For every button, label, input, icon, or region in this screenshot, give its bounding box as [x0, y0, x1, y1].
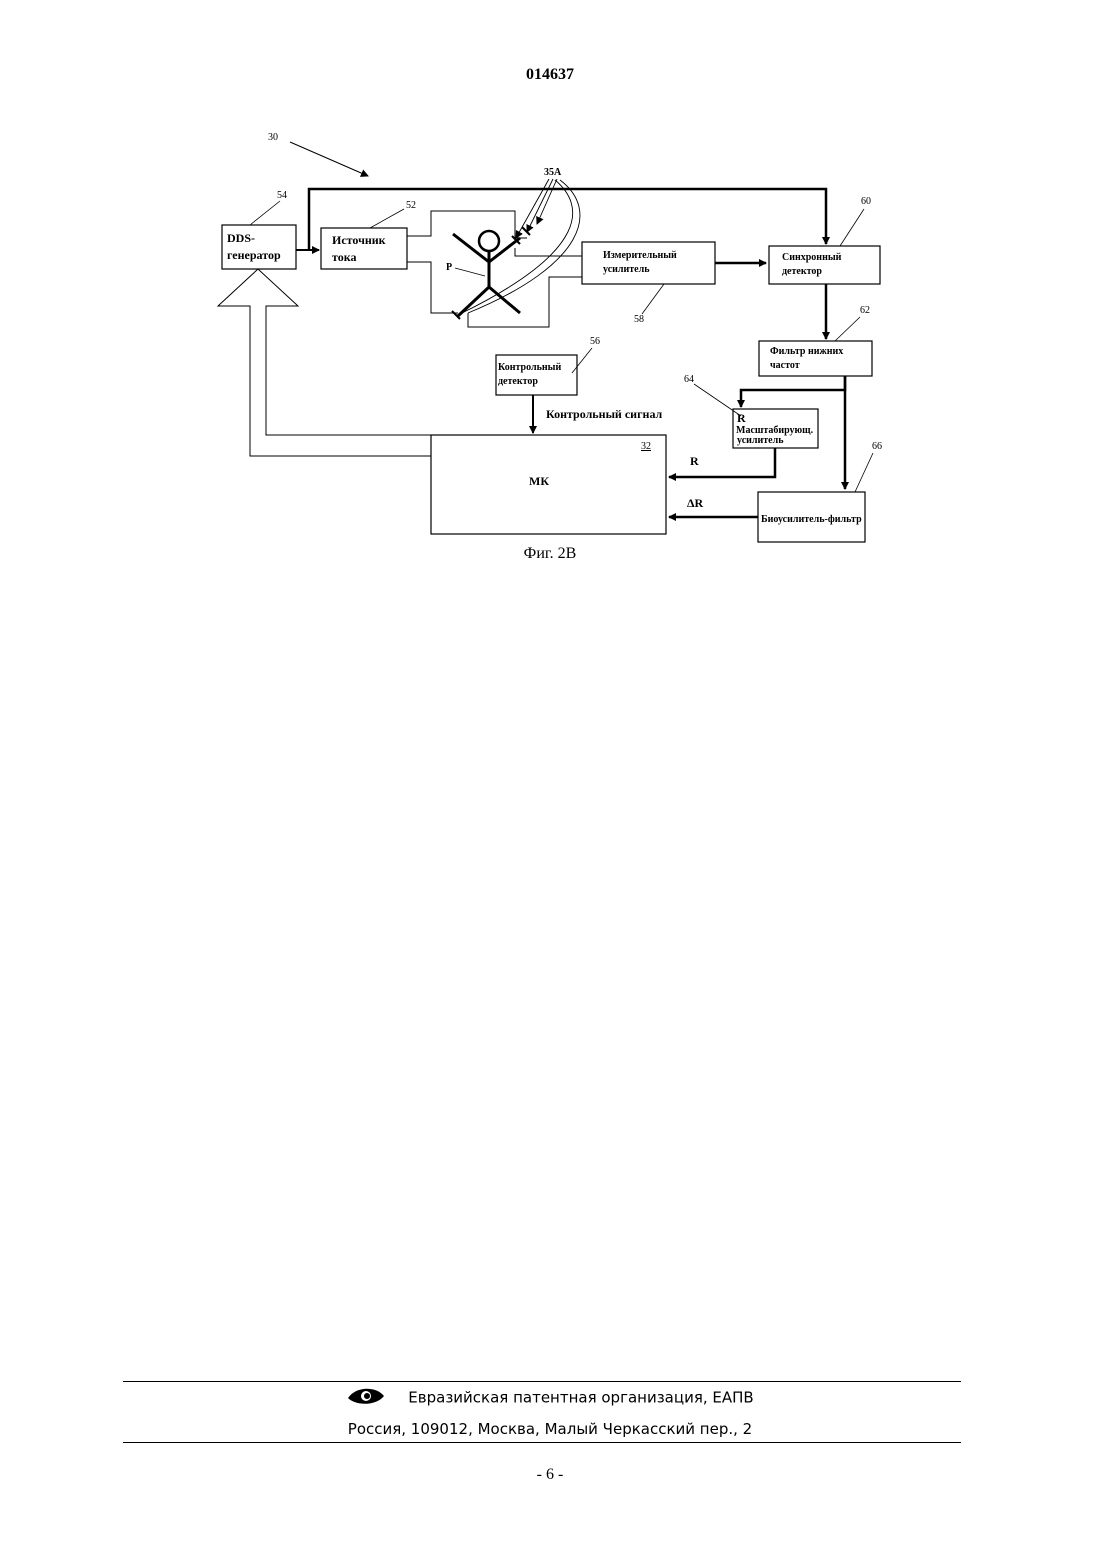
lpf-label-2: частот: [770, 360, 800, 371]
ref-64: 64: [684, 374, 694, 385]
ref-66: 66: [872, 441, 882, 452]
block-diagram-figure: 30 DDS- генератор 54 Источник тока 52 P …: [0, 0, 1100, 600]
scale-to-mk-arrow: [669, 448, 775, 477]
signal-delta-r-label: ΔR: [687, 496, 704, 510]
ref-52-leader: [370, 209, 404, 228]
ref-52: 52: [406, 200, 416, 211]
ref-32: 32: [641, 441, 651, 452]
ref-64-leader: [694, 384, 741, 416]
footer-top-rule: [123, 1381, 961, 1382]
dds-label-2: генератор: [227, 248, 281, 262]
ref-60-leader: [840, 209, 864, 246]
sync-label-2: детектор: [782, 266, 822, 277]
ref-62: 62: [860, 305, 870, 316]
feedback-hollow-arrow: [218, 269, 431, 456]
bio-label: Биоусилитель-фильтр: [761, 514, 862, 525]
ref-56: 56: [590, 336, 600, 347]
ctrl-label-2: детектор: [498, 376, 538, 387]
footer-organization: Евразийская патентная организация, ЕАПВ: [0, 1386, 1100, 1410]
control-signal-label: Контрольный сигнал: [546, 407, 663, 421]
ref-p-leader: [455, 268, 485, 276]
ref-66-leader: [855, 453, 873, 492]
meas-wire-top: [515, 248, 582, 256]
ref-54-leader: [250, 201, 280, 225]
mk-label: МК: [529, 474, 549, 488]
footer-org-text: Евразийская патентная организация, ЕАПВ: [408, 1389, 753, 1407]
lpf-to-scale-line: [741, 376, 845, 407]
ref-30-arrow: [290, 142, 368, 176]
ref-30: 30: [268, 132, 278, 143]
source-wire-top: [407, 211, 527, 238]
meas-label-1: Измерительный: [603, 250, 677, 261]
ref-58-leader: [642, 284, 664, 314]
scale-label-r: R: [737, 411, 746, 425]
eapo-eye-logo-icon: [346, 1386, 386, 1410]
signal-r-label: R: [690, 454, 699, 468]
sync-label-1: Синхронный: [782, 252, 842, 263]
control-detector-block: [496, 355, 577, 395]
source-label-2: тока: [332, 250, 356, 264]
scale-label-2: усилитель: [737, 435, 784, 446]
ref-58: 58: [634, 314, 644, 325]
dds-label-1: DDS-: [227, 231, 255, 245]
measuring-amplifier-block: [582, 242, 715, 284]
ctrl-label-1: Контрольный: [498, 362, 561, 373]
footer-bottom-rule: [123, 1442, 961, 1443]
footer-address: Россия, 109012, Москва, Малый Черкасский…: [0, 1420, 1100, 1438]
figure-caption: Фиг. 2В: [0, 545, 1100, 563]
lpf-label-1: Фильтр нижних: [770, 346, 843, 357]
source-label-1: Источник: [332, 233, 386, 247]
meas-label-2: усилитель: [603, 264, 650, 275]
ref-p: P: [446, 262, 452, 273]
page-number: - 6 -: [0, 1466, 1100, 1484]
ref-62-leader: [835, 317, 860, 341]
ref-54: 54: [277, 190, 287, 201]
ref-35a: 35A: [544, 167, 562, 178]
patient-figure: [453, 231, 520, 316]
ref-60: 60: [861, 196, 871, 207]
